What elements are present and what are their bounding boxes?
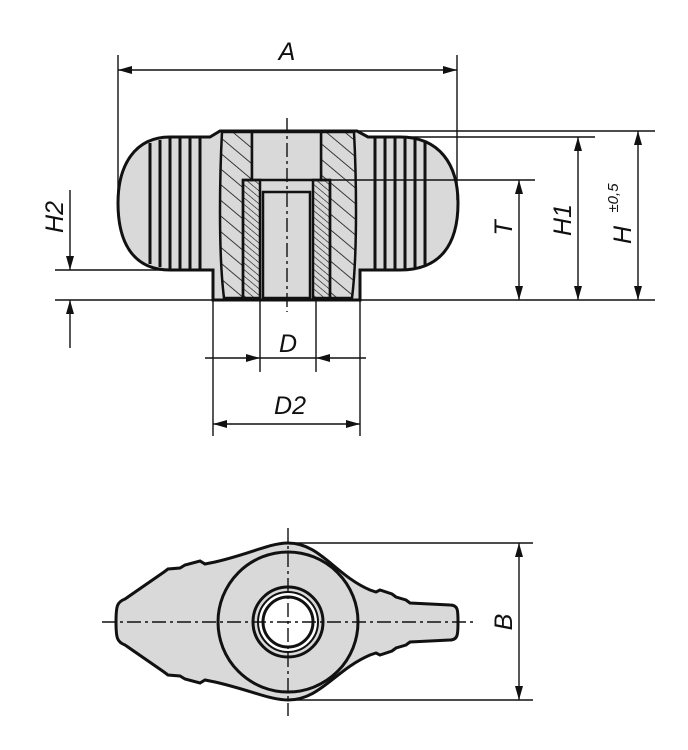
dimension-H2: H2 bbox=[41, 190, 74, 348]
label-B: B bbox=[490, 614, 518, 631]
dimension-D: D bbox=[205, 300, 366, 372]
insert-right bbox=[311, 178, 332, 300]
top-view bbox=[102, 528, 475, 716]
height-dimensions: T H1 H ±0,5 bbox=[55, 130, 655, 301]
label-T: T bbox=[490, 219, 518, 236]
insert-left bbox=[241, 178, 262, 300]
label-H2: H2 bbox=[41, 201, 69, 233]
grip-grooves-right bbox=[373, 137, 427, 270]
label-H-tolerance: ±0,5 bbox=[605, 183, 622, 213]
label-A: A bbox=[277, 38, 296, 66]
label-H1: H1 bbox=[549, 204, 577, 236]
label-D: D bbox=[279, 330, 297, 358]
label-D2: D2 bbox=[274, 392, 306, 420]
hub-section-right bbox=[319, 130, 358, 300]
grip-grooves-left bbox=[148, 137, 202, 270]
label-H: H bbox=[609, 225, 637, 244]
section-view bbox=[116, 118, 460, 312]
dimension-D2: D2 bbox=[212, 300, 361, 436]
dimension-A: A bbox=[117, 38, 458, 200]
dimension-B: B bbox=[288, 542, 533, 701]
